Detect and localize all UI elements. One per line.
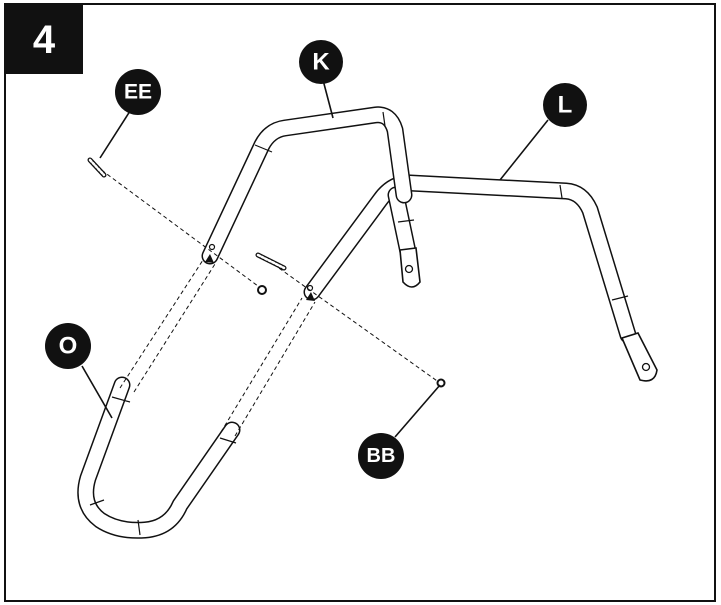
callout-L: L [543,83,587,127]
svg-text:K: K [312,49,330,76]
mount-bracket [399,247,421,288]
svg-text:L: L [558,92,573,119]
mount-bracket [620,332,658,382]
step-badge: 4 [5,4,83,74]
leader-line [394,384,441,438]
nut [257,285,267,295]
svg-text:O: O [59,333,78,360]
handle-part-L [303,174,658,382]
bolt-EE [87,157,107,178]
leader-line [322,79,334,119]
callout-EE: EE [115,69,161,115]
handle-part-K [201,106,413,292]
alignment-guides [95,165,441,437]
frame-border [4,3,716,602]
leader-line [499,119,549,181]
svg-text:EE: EE [124,81,152,104]
callout-O: O [45,323,91,369]
svg-text:BB: BB [367,445,396,467]
leader-line [99,107,133,159]
callout-K: K [299,40,343,84]
handle-part-O [77,376,241,539]
leader-line [81,365,113,419]
bolt-long [255,252,287,271]
nut-BB [436,378,446,388]
step-number: 4 [33,18,56,62]
callout-BB: BB [358,433,404,479]
